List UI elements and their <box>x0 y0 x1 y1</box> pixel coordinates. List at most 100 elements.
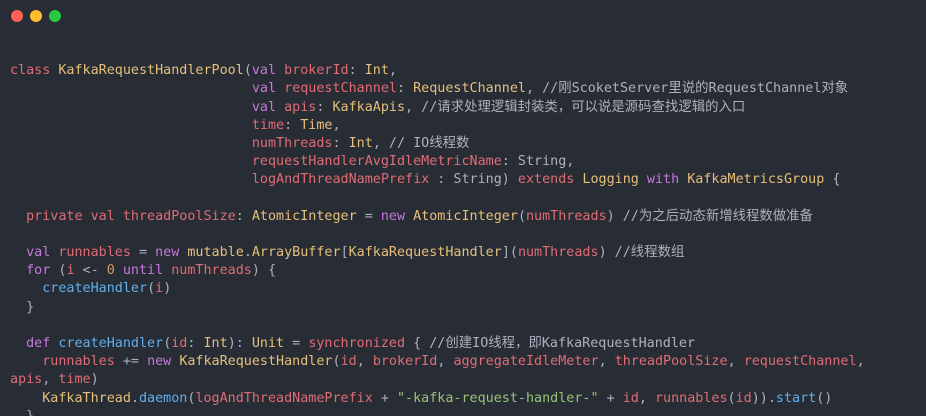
code-token: 0 <box>106 263 115 279</box>
code-token: runnables <box>42 354 115 370</box>
code-token: : <box>348 63 365 79</box>
code-line: class KafkaRequestHandlerPool(val broker… <box>10 62 916 80</box>
code-token: ( <box>332 354 341 370</box>
code-token: with <box>646 172 688 188</box>
code-token: Int <box>364 63 389 79</box>
code-token <box>10 391 42 406</box>
code-token <box>10 154 252 169</box>
code-line: KafkaThread.daemon(logAndThreadNamePrefi… <box>10 390 916 408</box>
code-token: AtomicInteger <box>251 208 357 224</box>
code-line: numThreads: Int, // IO线程数 <box>10 135 916 153</box>
code-token: )). <box>751 390 776 406</box>
code-token: KafkaRequestHandler <box>348 245 502 261</box>
code-token: ) <box>90 372 99 388</box>
code-token: : <box>235 208 252 224</box>
code-token: ArrayBuffer <box>251 245 341 261</box>
minimize-button[interactable] <box>30 10 42 22</box>
code-token: logAndThreadNamePrefix <box>251 172 430 188</box>
code-token: new <box>380 208 414 224</box>
code-token: mutable <box>187 245 244 261</box>
code-token: <- <box>74 263 107 279</box>
code-token: createHandler <box>42 281 148 297</box>
code-token: , <box>598 354 615 370</box>
code-token: Int <box>348 135 373 151</box>
code-line: requestHandlerAvgIdleMetricName: String, <box>10 153 916 171</box>
code-token: : String, <box>501 154 575 170</box>
code-line: def createHandler(id: Int): Unit = synch… <box>10 335 916 353</box>
code-token: += <box>114 354 148 370</box>
code-line: } <box>10 299 916 317</box>
code-line: val runnables = new mutable.ArrayBuffer[… <box>10 244 916 262</box>
code-token: new <box>155 245 188 261</box>
code-token <box>10 281 42 296</box>
code-line <box>10 317 916 335</box>
code-line: logAndThreadNamePrefix : String) extends… <box>10 171 916 189</box>
code-token: ) <box>163 281 172 297</box>
code-token: id <box>171 336 188 351</box>
code-token: val <box>251 63 285 79</box>
code-line <box>10 190 916 208</box>
code-token: , <box>388 63 397 79</box>
code-token: extends <box>517 172 583 188</box>
code-token: ( <box>147 281 156 297</box>
code-line: createHandler(i) <box>10 280 916 298</box>
code-token: brokerId <box>284 63 349 79</box>
code-token <box>10 263 26 278</box>
code-token: ( <box>243 63 252 79</box>
code-token: KafkaApis <box>332 99 406 115</box>
close-button[interactable] <box>11 10 23 22</box>
code-token: id <box>622 390 639 406</box>
code-token: , <box>856 354 865 370</box>
code-token: = <box>130 245 156 261</box>
code-token: numThreads <box>517 245 599 261</box>
code-token: RequestChannel <box>413 81 526 97</box>
code-token: , <box>356 354 373 370</box>
code-token <box>10 100 252 115</box>
code-token: ) //为之后动态新增线程数做准备 <box>606 208 813 224</box>
code-token: aggregateIdleMeter <box>453 354 599 370</box>
code-token <box>10 172 252 187</box>
code-token: : <box>187 336 204 351</box>
code-token <box>10 245 26 260</box>
code-token: runnables <box>58 245 131 261</box>
code-token: , // IO线程数 <box>372 135 470 151</box>
window-titlebar <box>0 0 926 32</box>
code-token: synchronized <box>308 336 406 351</box>
code-token: : String) <box>429 172 518 188</box>
code-token: KafkaRequestHandler <box>179 354 333 370</box>
code-token <box>10 354 42 369</box>
code-token: KafkaMetricsGroup <box>687 172 825 188</box>
code-token: , <box>638 390 655 406</box>
code-token: requestChannel <box>743 354 857 370</box>
code-token: : <box>284 117 301 133</box>
code-token: ( <box>163 336 172 351</box>
code-token: i <box>66 263 75 279</box>
code-line: apis, time) <box>10 371 916 389</box>
code-token: { <box>824 172 841 188</box>
code-token: [ <box>340 245 349 261</box>
code-line: val apis: KafkaApis, //请求处理逻辑封装类，可以说是源码查… <box>10 99 916 117</box>
code-token: threadPoolSize <box>122 208 236 224</box>
code-token: , <box>727 354 744 370</box>
code-token: numThreads <box>171 263 252 279</box>
code-token: createHandler <box>58 336 164 351</box>
maximize-button[interactable] <box>49 10 61 22</box>
code-token: for <box>26 263 59 279</box>
code-token: Int <box>203 336 228 351</box>
code-token: Time <box>300 117 333 133</box>
code-token: logAndThreadNamePrefix <box>195 390 373 406</box>
code-token <box>10 81 252 96</box>
code-token: runnables <box>654 390 728 406</box>
code-token: KafkaRequestHandlerPool <box>58 63 244 79</box>
code-token: new <box>147 354 180 370</box>
code-token: ( <box>727 390 736 406</box>
code-token: val <box>251 99 285 115</box>
code-token: val <box>26 245 59 261</box>
code-token: class <box>10 63 59 79</box>
code-token: ( <box>58 263 67 279</box>
code-token: KafkaThread <box>42 390 131 406</box>
code-token: def <box>26 336 59 351</box>
code-token: Unit <box>251 336 285 351</box>
code-line: } <box>10 408 916 416</box>
